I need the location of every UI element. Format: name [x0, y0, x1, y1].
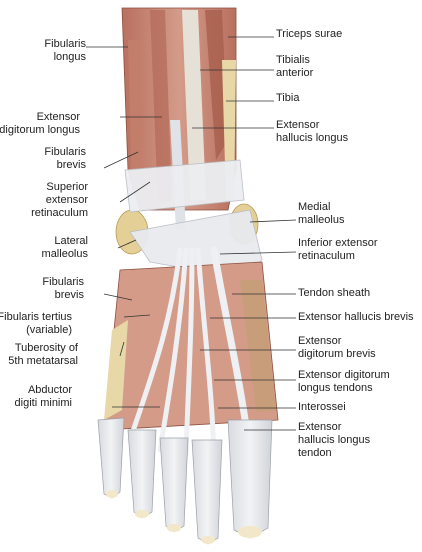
tibialis-anterior-label-line: anterior: [276, 67, 314, 79]
lateral-malleolus-label-line: malleolus: [42, 248, 89, 260]
tendon-sheath-label-line: Tendon sheath: [298, 287, 370, 299]
fibularis-brevis-upper-leader: [103, 151, 139, 169]
tendons: [127, 246, 252, 458]
toes: [97, 417, 273, 545]
medial-malleolus-leader: [249, 219, 297, 223]
extensor-digitorum-brevis-label-line: Extensor: [298, 335, 342, 347]
fibularis-brevis-upper-label-line: brevis: [57, 159, 87, 171]
extensor-hallucis-longus-tendon-label-line: Extensor: [298, 421, 342, 433]
tuberosity-5th-metatarsal-label-line: 5th metatarsal: [8, 355, 78, 367]
fibularis-longus-label-line: longus: [54, 51, 87, 63]
tibialis-anterior-label-line: Tibialis: [276, 54, 310, 66]
medial-malleolus-label-line: malleolus: [298, 214, 345, 226]
fibularis-brevis-lower-label-line: Fibularis: [42, 276, 84, 288]
abductor-digiti-minimi-label-line: Abductor: [28, 384, 72, 396]
abductor-digiti-minimi-label-line: digiti minimi: [15, 397, 72, 409]
tibia-label-line: Tibia: [276, 92, 300, 104]
inferior-extensor-retinaculum-label-line: Inferior extensor: [298, 237, 378, 249]
lateral-malleolus-label-line: Lateral: [54, 235, 88, 247]
leader-lines: [86, 36, 297, 431]
triceps-surae-label: Triceps surae: [276, 28, 342, 40]
triceps-surae-label-line: Triceps surae: [276, 28, 342, 40]
extensor-hallucis-brevis-label-line: Extensor hallucis brevis: [298, 311, 414, 323]
superior-extensor-retinaculum-label-line: retinaculum: [31, 207, 88, 219]
retinacula: [124, 159, 263, 279]
fibularis-tertius-label-line: (variable): [26, 324, 72, 336]
tuberosity-5th-metatarsal-leader: [119, 341, 125, 357]
superior-extensor-retinaculum-leader: [119, 181, 151, 203]
medial-malleolus-label-line: Medial: [298, 201, 330, 213]
fibularis-tertius-leader: [123, 314, 151, 318]
tendon-sheath-label: Tendon sheath: [298, 287, 370, 299]
interossei-label-line: Interossei: [298, 401, 346, 413]
extensor-digitorum-longus-tendons-label-line: longus tendons: [298, 382, 373, 394]
fibularis-brevis-upper-label-line: Fibularis: [44, 146, 86, 158]
fibularis-tertius-label-line: Fibularis tertius: [0, 311, 72, 323]
extensor-digitorum-longus-tendons-label-line: Extensor digitorum: [298, 369, 390, 381]
extensor-digitorum-longus-label-line: Extensor: [37, 111, 81, 123]
fibularis-brevis-lower-label-line: brevis: [55, 289, 85, 301]
extensor-digitorum-longus-label-line: digitorum longus: [0, 124, 80, 136]
lateral-malleolus-leader: [117, 239, 137, 249]
extensor-hallucis-longus-label-line: Extensor: [276, 119, 320, 131]
extensor-hallucis-longus-label-line: hallucis longus: [276, 132, 349, 144]
superior-extensor-retinaculum-label-line: Superior: [46, 181, 88, 193]
fibularis-tertius-label: Fibularis tertius(variable): [0, 311, 72, 336]
fibularis-brevis-lower-leader: [103, 293, 133, 301]
interossei-label: Interossei: [298, 401, 346, 413]
tibia-label: Tibia: [276, 92, 300, 104]
extensor-hallucis-brevis-label: Extensor hallucis brevis: [298, 311, 414, 323]
extensor-hallucis-longus-tendon-label-line: tendon: [298, 447, 332, 459]
fibularis-longus-label-line: Fibularis: [44, 38, 86, 50]
inferior-extensor-retinaculum-leader: [219, 251, 297, 255]
extensor-digitorum-brevis-label-line: digitorum brevis: [298, 348, 376, 360]
tuberosity-5th-metatarsal-label-line: Tuberosity of: [15, 342, 79, 354]
extensor-hallucis-longus-tendon-label-line: hallucis longus: [298, 434, 371, 446]
superior-extensor-retinaculum-label-line: extensor: [46, 194, 89, 206]
inferior-extensor-retinaculum-label-line: retinaculum: [298, 250, 355, 262]
